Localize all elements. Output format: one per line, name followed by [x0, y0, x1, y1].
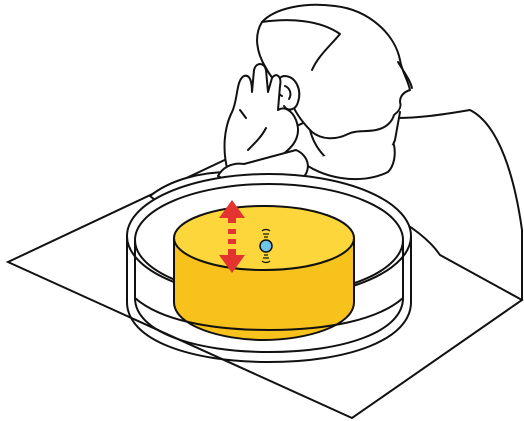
arrow-segment-3 [228, 239, 236, 244]
cylinder-top [174, 206, 354, 270]
cylinder [174, 206, 354, 340]
arrow-segment-4 [228, 249, 236, 255]
sensor-dot [260, 240, 272, 252]
arrow-segment-2 [228, 229, 236, 234]
arrow-segment-1 [228, 217, 236, 223]
